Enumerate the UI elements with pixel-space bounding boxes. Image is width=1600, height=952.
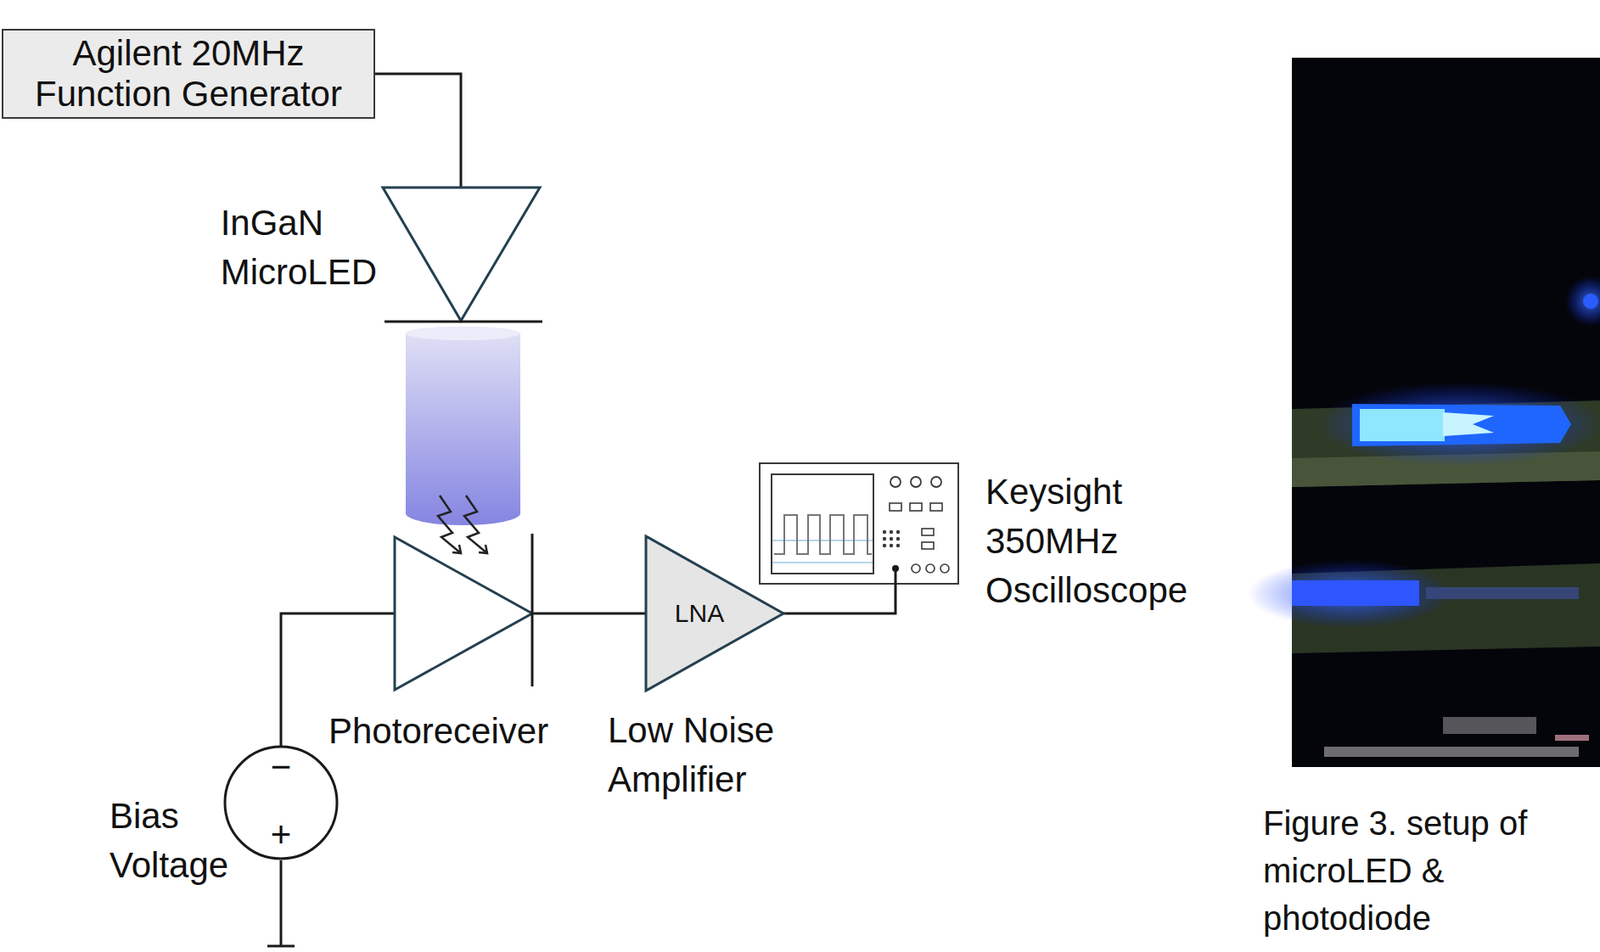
keypad-dot xyxy=(896,537,900,541)
arrow-head xyxy=(478,544,488,554)
component-label: Photoreceiver xyxy=(328,707,549,757)
keypad-dot xyxy=(882,537,887,541)
knob xyxy=(931,477,942,488)
led-symbol xyxy=(381,186,544,325)
component-symbol: InGaN MicroLED xyxy=(381,186,544,325)
photodiode-triangle xyxy=(394,537,533,691)
keypad-dot xyxy=(889,530,893,534)
button xyxy=(930,503,943,511)
box-label: Agilent 20MHz Function Generator xyxy=(11,33,365,115)
photo-component xyxy=(1324,746,1579,758)
keypad-dot xyxy=(882,544,887,548)
photo-led-core xyxy=(1359,409,1445,442)
oscilloscope-icon xyxy=(758,462,960,585)
symbol-label: LNA xyxy=(661,596,738,631)
setup-photo xyxy=(1247,57,1600,768)
polarity-sign: + xyxy=(270,817,292,854)
photo-led-dot xyxy=(1583,293,1599,309)
button xyxy=(921,528,934,536)
photon-arrow xyxy=(464,495,488,554)
photo-glow xyxy=(1247,560,1452,629)
screen-gridline xyxy=(772,561,873,564)
input-jack xyxy=(911,564,921,573)
photo-led-tip xyxy=(1442,412,1494,437)
wire xyxy=(532,612,646,616)
light-beam xyxy=(405,326,521,526)
oscilloscope-screen xyxy=(771,474,874,574)
input-jack xyxy=(926,564,935,573)
photo-blue-strip xyxy=(1291,580,1420,607)
beam-top xyxy=(405,326,521,341)
photo-component xyxy=(1425,587,1579,600)
voltage-source-circle xyxy=(224,746,337,859)
oscilloscope-body xyxy=(759,463,959,584)
led-triangle xyxy=(382,187,540,321)
component-label: Low Noise Amplifier xyxy=(607,706,803,805)
photo-glow xyxy=(1565,275,1600,327)
keypad-dot xyxy=(889,537,893,541)
led-bar xyxy=(384,320,543,324)
photo-component xyxy=(1555,735,1589,742)
photon-arrows xyxy=(437,495,488,554)
button xyxy=(909,503,922,511)
button xyxy=(921,542,934,550)
button xyxy=(889,503,902,511)
instrument-box: Agilent 20MHz Function Generator xyxy=(1,28,376,119)
wire xyxy=(375,73,461,188)
wire xyxy=(783,584,896,614)
keypad-dot xyxy=(896,530,900,534)
keypad-dot xyxy=(882,530,887,534)
component-symbol: LNALow Noise Amplifier xyxy=(644,536,787,691)
ground-wire xyxy=(280,860,283,947)
knob xyxy=(910,477,921,488)
photon-arrow xyxy=(437,495,461,554)
screen-gridline xyxy=(772,539,873,542)
component-label: Keysight 350MHz Oscilloscope xyxy=(985,467,1188,616)
input-jack xyxy=(940,564,949,573)
figure-caption: Figure 3. setup of microLED & photodiode xyxy=(1263,799,1596,943)
amplifier-triangle xyxy=(645,536,784,691)
component-symbol: Photoreceiver xyxy=(392,532,536,692)
photo-led-tube xyxy=(1352,404,1572,447)
keypad-dot xyxy=(889,544,893,548)
probe-dot xyxy=(892,565,899,573)
polarity-sign: − xyxy=(270,749,292,786)
component-label: Bias Voltage xyxy=(109,791,229,891)
component-label: InGaN MicroLED xyxy=(220,198,377,298)
photo-component xyxy=(1442,717,1537,735)
component-symbol: Keysight 350MHz Oscilloscope xyxy=(758,462,960,585)
knob xyxy=(890,477,901,488)
square-wave xyxy=(774,515,872,555)
photodiode-symbol xyxy=(392,532,536,692)
photo-glow xyxy=(1315,381,1600,467)
arrow-head xyxy=(452,544,461,554)
photodiode-bar xyxy=(531,533,534,687)
ground-symbol xyxy=(267,945,295,949)
keypad-dot xyxy=(896,544,900,548)
